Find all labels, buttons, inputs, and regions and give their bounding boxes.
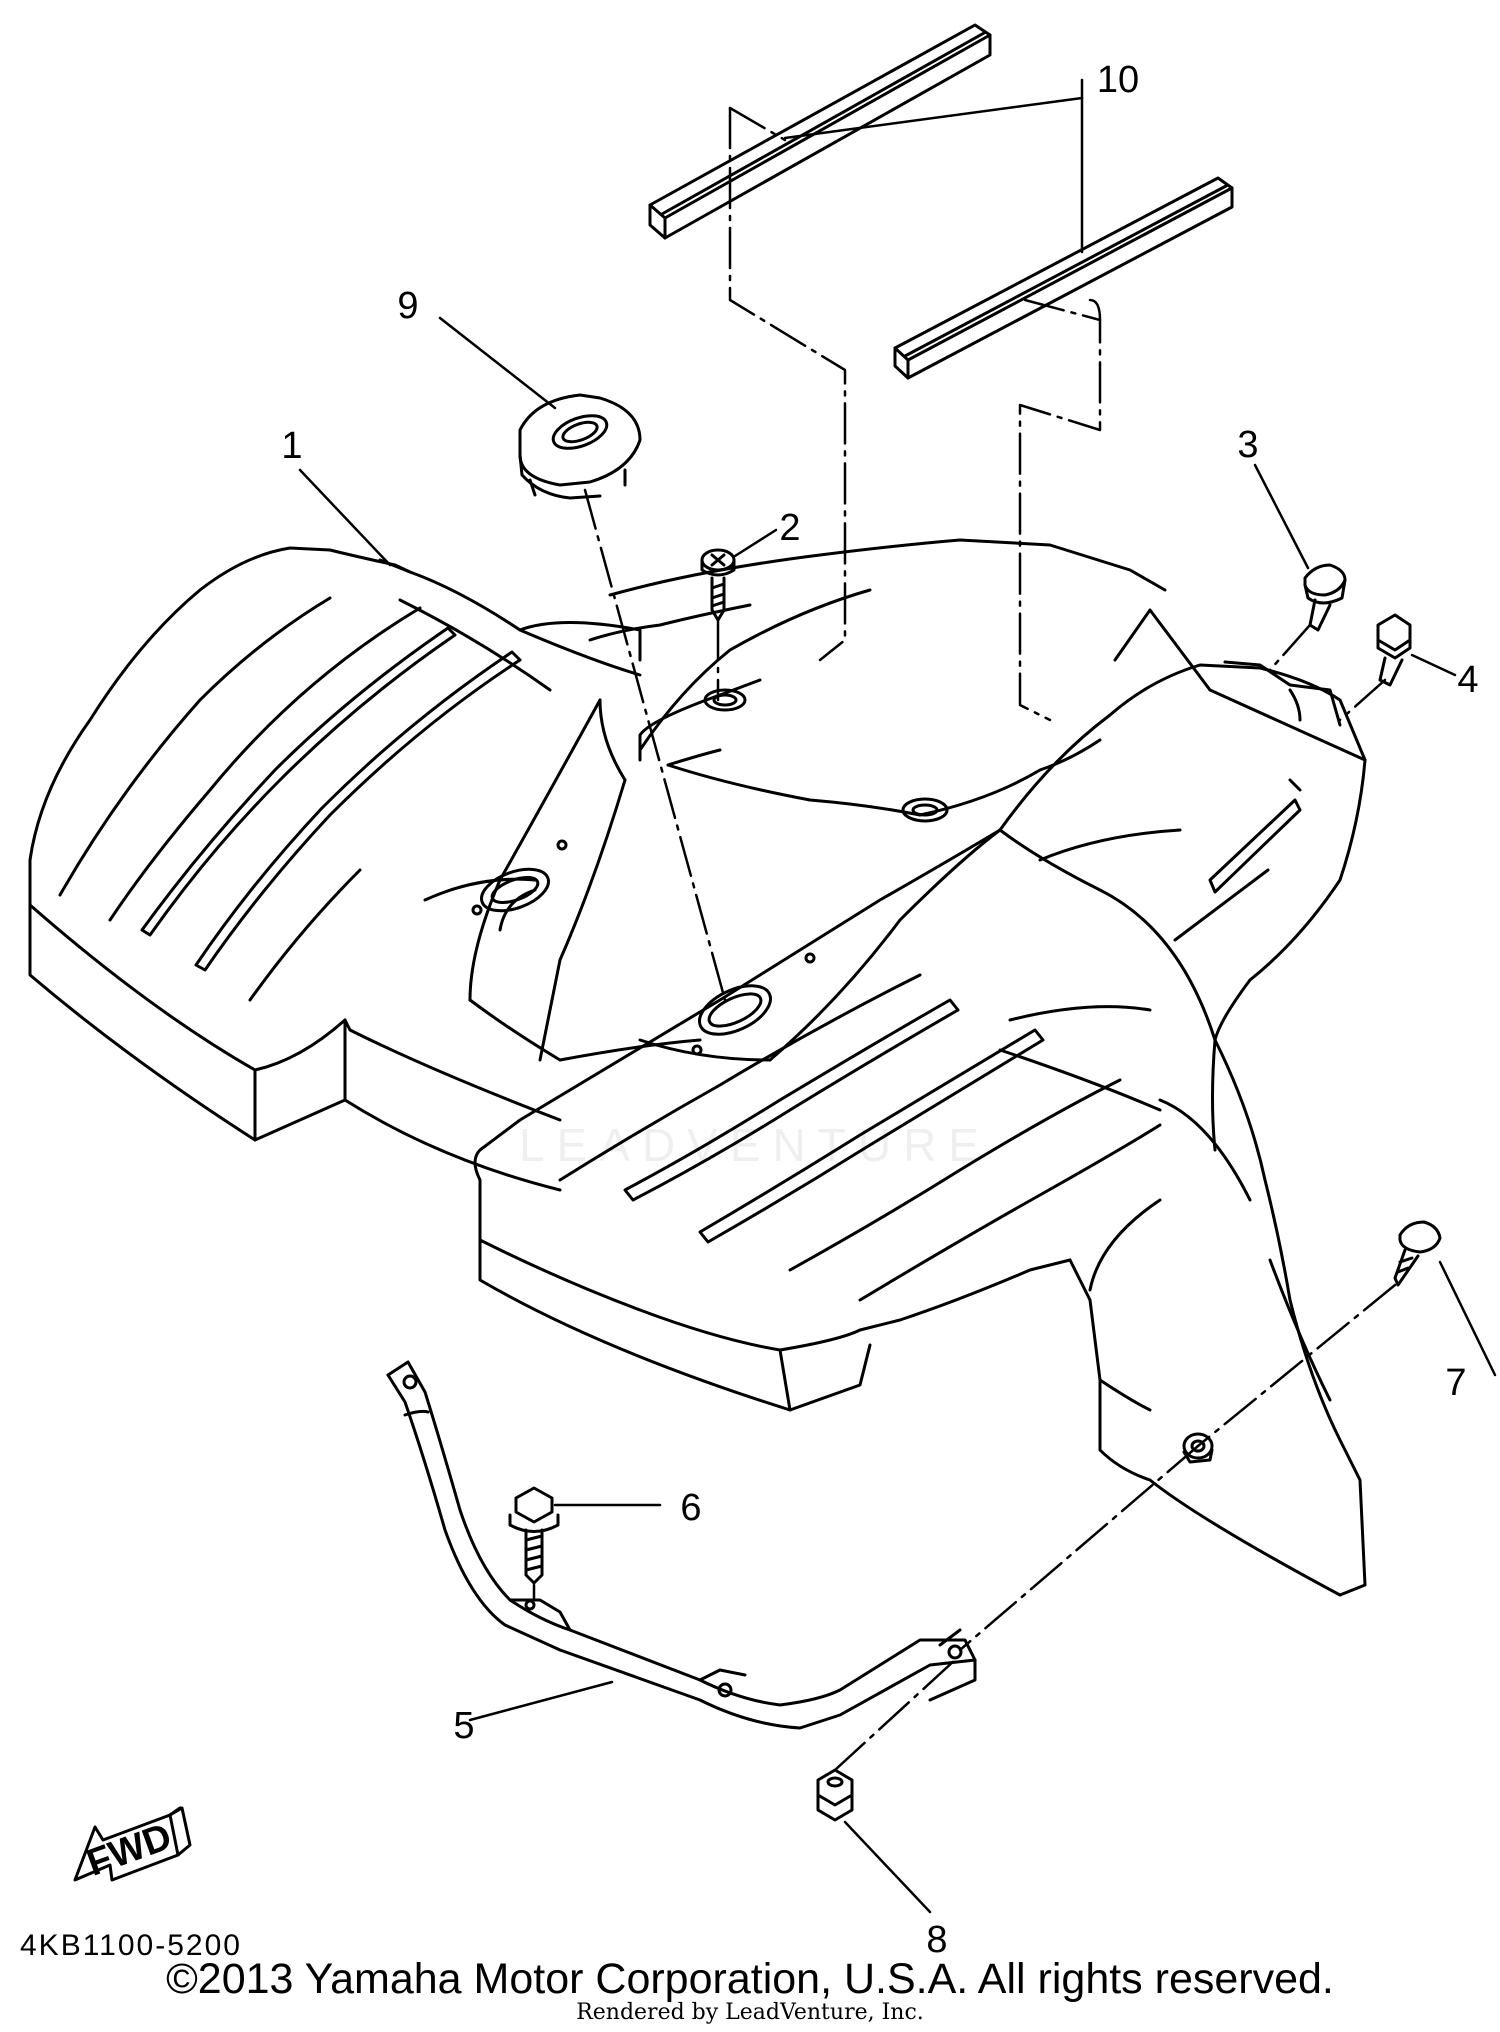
callout-8: 8 [926,1919,947,1961]
bolt-6 [510,1488,558,1583]
copyright-notice: ©2013 Yamaha Motor Corporation, U.S.A. A… [166,1955,1334,2003]
front-fender [30,540,1365,1595]
callouts: 1 2 3 4 5 6 7 8 9 10 FWD 4KB1100-5200 [20,59,1479,1962]
callout-5: 5 [453,1705,474,1747]
cap-seal [520,395,640,498]
callout-4: 4 [1457,659,1478,701]
nut-8 [818,1770,852,1820]
diagram-code: 4KB1100-5200 [20,1929,242,1962]
callout-1: 1 [281,425,302,467]
rendered-by-notice: Rendered by LeadVenture, Inc. [576,2000,924,2025]
stay-5 [388,1362,975,1728]
callout-6: 6 [680,1487,701,1529]
weatherstrip-lower [895,178,1232,378]
weatherstrip-upper [650,25,990,238]
assembly-lines [534,108,1395,1770]
fwd-arrow-icon [75,1808,190,1880]
callout-10: 10 [1097,59,1139,101]
leader-lines [300,80,1495,1912]
callout-7: 7 [1445,1362,1466,1404]
bolt-4 [1378,615,1410,685]
callout-9: 9 [397,285,418,327]
callout-2: 2 [779,507,800,549]
callout-3: 3 [1237,424,1258,466]
watermark: LEADVENTURE [519,1119,991,1171]
bolt-3 [1305,565,1345,630]
screw-7 [1395,1222,1440,1285]
